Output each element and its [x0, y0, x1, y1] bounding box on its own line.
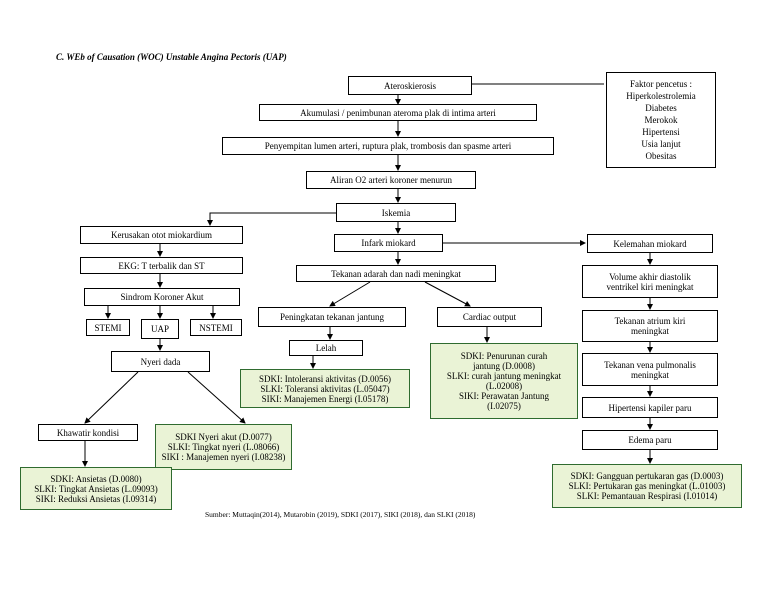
- node-volume-line: Volume akhir diastolik: [609, 271, 691, 282]
- arrow: [84, 371, 139, 424]
- node-tekanan-darah: Tekanan adarah dan nadi meningkat: [296, 265, 496, 282]
- nursing-line: SDKI: Ansietas (D.0080): [50, 473, 142, 484]
- nursing-line: jantung (D.0008): [473, 361, 535, 371]
- nursing-line: SLKI: Tingkat nyeri (L.08066): [167, 442, 280, 452]
- source-citation: Sumber: Muttaqin(2014), Mutarobin (2019)…: [205, 510, 476, 519]
- arrow: [424, 281, 471, 307]
- node-nstemi: NSTEMI: [190, 319, 242, 336]
- nursing-line: SLKI: Pemantauan Respirasi (I.01014): [576, 491, 718, 501]
- nursing-line: SLKI: Tingkat Ansietas (L.09093): [34, 483, 158, 494]
- faktor-pencetus-box: Faktor pencetus : Hiperkolestrolemia Dia…: [606, 72, 716, 168]
- node-atrium-line: Tekanan atrium kiri: [614, 316, 686, 326]
- nursing-line: SLKI: curah jantung meningkat: [446, 371, 562, 381]
- node-vena-line: Tekanan vena pulmonalis: [604, 359, 696, 370]
- nursing-box-curah-jantung: SDKI: Penurunan curah jantung (D.0008) S…: [430, 343, 578, 419]
- node-iskemia: Iskemia: [336, 203, 456, 222]
- nursing-line: SLKI: Toleransi aktivitas (L.05047): [260, 383, 390, 394]
- arrow: [207, 212, 336, 226]
- node-sindrom: Sindrom Koroner Akut: [84, 288, 240, 306]
- nursing-line: SDKI: Penurunan curah: [460, 351, 548, 361]
- faktor-item: Hipertensi: [642, 127, 680, 137]
- node-penyempitan: Penyempitan lumen arteri, ruptura plak, …: [222, 137, 554, 155]
- node-peningkatan: Peningkatan tekanan jantung: [258, 307, 406, 327]
- nursing-line: SDKI: Gangguan pertukaran gas (D.0003): [570, 471, 724, 481]
- faktor-heading: Faktor pencetus :: [630, 79, 692, 89]
- node-akumulasi: Akumulasi / penimbunan ateroma plak di i…: [259, 104, 537, 121]
- nursing-line: (L.02008): [485, 381, 523, 391]
- node-stemi: STEMI: [86, 319, 130, 336]
- nursing-line: SIKI : Manajemen nyeri (I.08238): [161, 452, 286, 462]
- node-hipertensi-kapiler: Hipertensi kapiler paru: [582, 397, 718, 418]
- faktor-item: Hiperkolestrolemia: [626, 91, 696, 101]
- node-nyeri-dada: Nyeri dada: [111, 351, 210, 372]
- node-volume-line: ventrikel kiri meningkat: [606, 281, 694, 292]
- arrow: [187, 371, 246, 424]
- nursing-line: SIKI: Manajemen Energi (I.05178): [261, 393, 389, 404]
- nursing-box-aktivitas: SDKI: Intoleransi aktivitas (D.0056) SLK…: [240, 369, 410, 408]
- nursing-line: SDKI: Intoleransi aktivitas (D.0056): [259, 373, 391, 384]
- nursing-box-ansietas: SDKI: Ansietas (D.0080) SLKI: Tingkat An…: [20, 467, 172, 510]
- node-infark: Infark miokard: [334, 234, 443, 252]
- nursing-line: SIKI: Perawatan Jantung: [459, 391, 549, 401]
- nursing-box-gas: SDKI: Gangguan pertukaran gas (D.0003) S…: [552, 464, 742, 508]
- nursing-line: (I.02075): [487, 401, 521, 411]
- node-ekg: EKG: T terbalik dan ST: [80, 257, 243, 274]
- node-cardiac-output: Cardiac output: [437, 307, 542, 327]
- nursing-line: SIKI: Reduksi Ansietas (I.09314): [35, 493, 157, 504]
- faktor-item: Usia lanjut: [641, 139, 681, 149]
- node-khawatir: Khawatir kondisi: [38, 424, 138, 441]
- node-atrium-line: meningkat: [631, 326, 669, 336]
- nursing-line: SLKI: Pertukaran gas meningkat (L.01003): [568, 481, 726, 491]
- nursing-box-nyeri: SDKI Nyeri akut (D.0077) SLKI: Tingkat n…: [155, 424, 292, 470]
- node-edema: Edema paru: [582, 430, 718, 450]
- arrow: [329, 281, 371, 307]
- node-kelemahan: Kelemahan miokard: [587, 234, 713, 253]
- diagram-title: C. WEb of Causation (WOC) Unstable Angin…: [56, 52, 287, 62]
- faktor-item: Diabetes: [645, 103, 677, 113]
- node-aliran: Aliran O2 arteri koroner menurun: [306, 171, 476, 189]
- node-vena-line: meningkat: [631, 369, 669, 380]
- faktor-item: Obesitas: [645, 151, 677, 161]
- faktor-item: Merokok: [644, 115, 678, 125]
- node-atrium: Tekanan atrium kiri meningkat: [582, 310, 718, 342]
- node-lelah: Lelah: [289, 340, 363, 356]
- node-uap: UAP: [141, 319, 179, 339]
- node-kerusakan: Kerusakan otot miokardium: [80, 226, 243, 244]
- nursing-line: SDKI Nyeri akut (D.0077): [175, 432, 272, 442]
- node-vena: Tekanan vena pulmonalis meningkat: [582, 353, 718, 386]
- node-volume: Volume akhir diastolik ventrikel kiri me…: [582, 265, 718, 298]
- node-aterosklerosis: Ateroskierosis: [348, 76, 472, 95]
